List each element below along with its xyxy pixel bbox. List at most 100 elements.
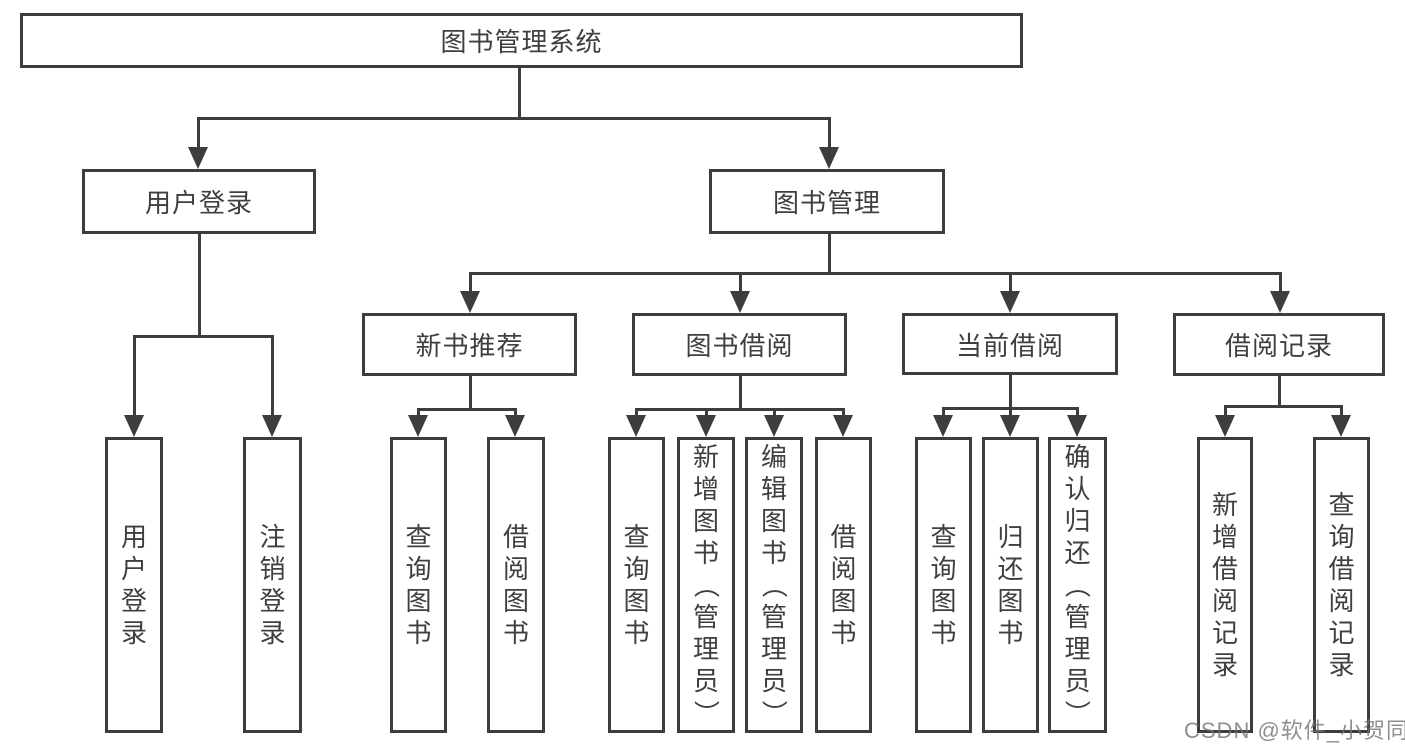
node-new-book-recommend: 新书推荐 bbox=[362, 313, 577, 376]
vertical-char: （ bbox=[1062, 571, 1093, 599]
vertical-char: 归 bbox=[997, 522, 1024, 552]
vertical-char: （ bbox=[690, 571, 721, 599]
vertical-char: 录 bbox=[1328, 650, 1355, 680]
vertical-char: 记 bbox=[1328, 618, 1355, 648]
leaf-confirm-return-admin: 确认归还（管理员） bbox=[1048, 437, 1107, 733]
leaf-query-borrow-record: 查询借阅记录 bbox=[1313, 437, 1370, 733]
vertical-char: 书 bbox=[997, 618, 1024, 648]
vertical-char: 员 bbox=[760, 666, 787, 696]
vertical-char: 登 bbox=[259, 586, 286, 616]
connector-arrow-stem bbox=[514, 408, 517, 415]
connector-arrow-stem bbox=[133, 335, 136, 415]
vertical-char: 录 bbox=[259, 618, 286, 648]
node-user-login: 用户登录 bbox=[82, 169, 316, 234]
vertical-char: 销 bbox=[259, 554, 286, 584]
connector-arrow-stem bbox=[417, 408, 420, 415]
connector-user-login-stem bbox=[198, 231, 201, 335]
vertical-char: 还 bbox=[997, 554, 1024, 584]
vertical-char: 书 bbox=[760, 538, 787, 568]
node-borrowing-records: 借阅记录 bbox=[1173, 313, 1385, 376]
leaf-logout: 注销登录 bbox=[243, 437, 302, 733]
arrow-down-icon bbox=[124, 415, 144, 437]
vertical-char: 询 bbox=[405, 554, 432, 584]
vertical-char: 理 bbox=[760, 634, 787, 664]
vertical-char: 查 bbox=[405, 522, 432, 552]
vertical-char: 员 bbox=[1064, 666, 1091, 696]
vertical-char: 归 bbox=[1064, 506, 1091, 536]
leaf-query-books-recommend: 查询图书 bbox=[390, 437, 447, 733]
vertical-char: 管 bbox=[692, 602, 719, 632]
connector-book-mgmt-stem bbox=[828, 234, 831, 272]
node-root-system: 图书管理系统 bbox=[20, 13, 1023, 68]
connector-root-stem bbox=[518, 66, 521, 117]
arrow-down-icon bbox=[764, 415, 784, 437]
arrow-down-icon bbox=[460, 291, 480, 313]
connector-rail-new-book bbox=[417, 408, 517, 411]
vertical-char: 还 bbox=[1064, 538, 1091, 568]
arrow-down-icon bbox=[188, 147, 208, 169]
vertical-char: 管 bbox=[760, 602, 787, 632]
vertical-char: 录 bbox=[120, 618, 147, 648]
vertical-char: 阅 bbox=[502, 554, 529, 584]
vertical-char: 记 bbox=[1211, 618, 1238, 648]
vertical-char: 询 bbox=[1328, 522, 1355, 552]
vertical-char: 管 bbox=[1064, 602, 1091, 632]
connector-borrow-records-stem bbox=[1278, 374, 1281, 405]
connector-arrow-stem bbox=[635, 408, 638, 415]
leaf-user-login: 用户登录 bbox=[105, 437, 163, 733]
node-book-management: 图书管理 bbox=[709, 169, 945, 234]
vertical-char: 理 bbox=[1064, 634, 1091, 664]
node-label: 借阅记录 bbox=[1224, 331, 1333, 361]
node-label: 图书管理系统 bbox=[440, 27, 603, 57]
leaf-borrow-books: 借阅图书 bbox=[815, 437, 872, 733]
vertical-char: 借 bbox=[502, 522, 529, 552]
vertical-char: 询 bbox=[930, 554, 957, 584]
leaf-query-books-borrow: 查询图书 bbox=[608, 437, 665, 733]
connector-new-book-stem bbox=[469, 374, 472, 408]
leaf-add-borrow-record: 新增借阅记录 bbox=[1197, 437, 1253, 733]
vertical-char: 增 bbox=[1211, 522, 1238, 552]
connector-arrow-stem bbox=[1009, 272, 1012, 291]
connector-arrow-stem bbox=[705, 408, 708, 415]
vertical-char: 阅 bbox=[1211, 586, 1238, 616]
connector-rail-book-borrow bbox=[635, 408, 845, 411]
vertical-char: 确 bbox=[1064, 442, 1091, 472]
vertical-char: （ bbox=[758, 571, 789, 599]
csdn-watermark: CSDN @软件_小贺同学 bbox=[1184, 718, 1405, 743]
connector-arrow-stem bbox=[842, 408, 845, 415]
arrow-down-icon bbox=[1067, 415, 1087, 437]
connector-rail-user-login bbox=[133, 335, 274, 338]
vertical-char: 编 bbox=[760, 442, 787, 472]
leaf-borrow-books-recommend: 借阅图书 bbox=[487, 437, 545, 733]
vertical-char: 新 bbox=[692, 442, 719, 472]
connector-rail-borrow-records bbox=[1224, 405, 1343, 408]
vertical-char: 询 bbox=[623, 554, 650, 584]
vertical-char: 阅 bbox=[830, 554, 857, 584]
node-label: 图书管理 bbox=[772, 188, 881, 218]
vertical-char: ） bbox=[1062, 699, 1093, 727]
connector-arrow-stem bbox=[1279, 272, 1282, 291]
leaf-return-books: 归还图书 bbox=[982, 437, 1039, 733]
node-label: 新书推荐 bbox=[415, 331, 524, 361]
connector-arrow-stem bbox=[773, 408, 776, 415]
connector-arrow-stem bbox=[469, 272, 472, 291]
vertical-char: 图 bbox=[405, 586, 432, 616]
leaf-add-books-admin: 新增图书（管理员） bbox=[677, 437, 735, 733]
vertical-char: 书 bbox=[692, 538, 719, 568]
arrow-down-icon bbox=[408, 415, 428, 437]
arrow-down-icon bbox=[833, 415, 853, 437]
connector-current-borrow-stem bbox=[1009, 373, 1012, 407]
vertical-char: 查 bbox=[1328, 490, 1355, 520]
vertical-char: 注 bbox=[259, 522, 286, 552]
vertical-char: 图 bbox=[997, 586, 1024, 616]
vertical-char: 增 bbox=[692, 474, 719, 504]
vertical-char: 借 bbox=[830, 522, 857, 552]
vertical-char: 图 bbox=[760, 506, 787, 536]
connector-arrow-stem bbox=[271, 335, 274, 415]
vertical-char: 图 bbox=[830, 586, 857, 616]
vertical-char: 登 bbox=[120, 586, 147, 616]
node-current-borrowing: 当前借阅 bbox=[902, 313, 1118, 375]
arrow-down-icon bbox=[1000, 415, 1020, 437]
arrow-down-icon bbox=[626, 415, 646, 437]
vertical-char: 阅 bbox=[1328, 586, 1355, 616]
